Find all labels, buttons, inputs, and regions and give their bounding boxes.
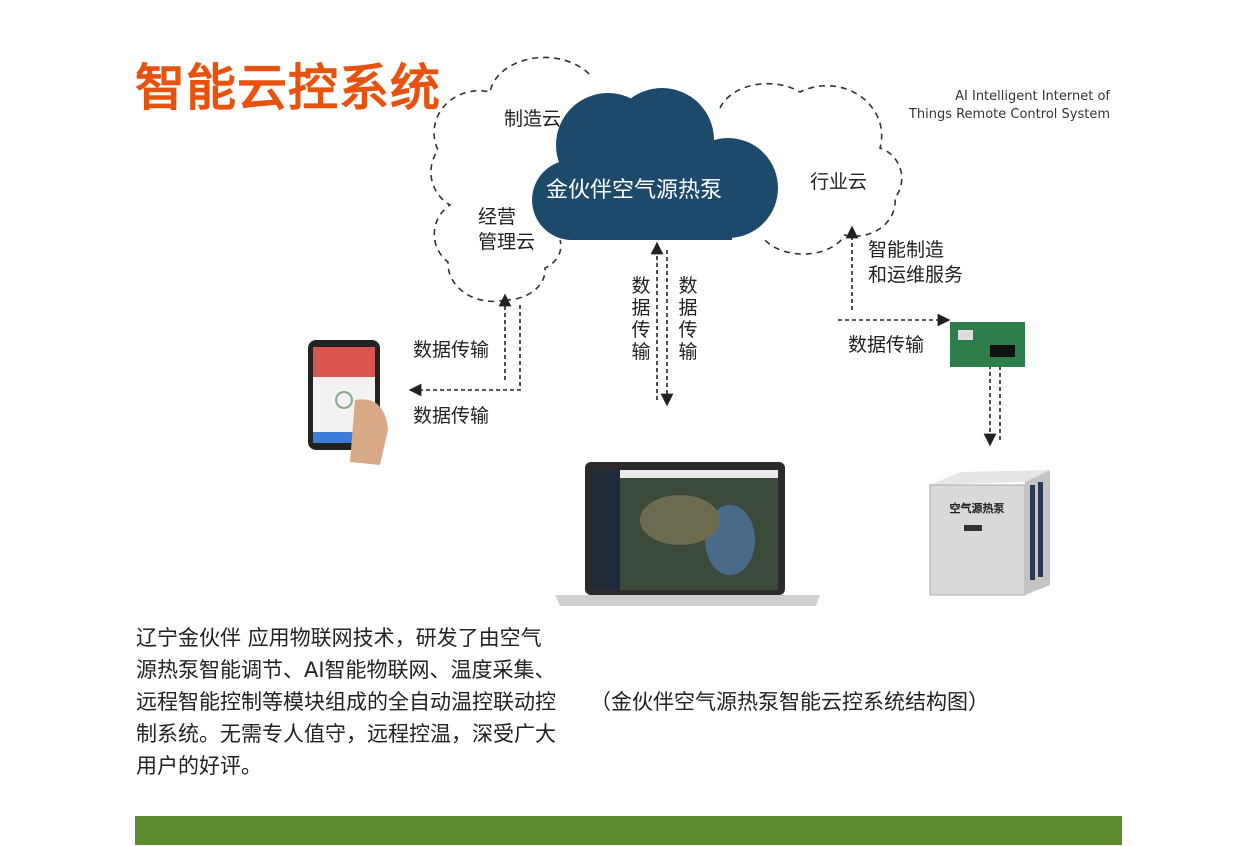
label-data-transfer-vertical-left: 数据传输 — [631, 275, 651, 363]
subtitle-line: Things Remote Control System — [908, 107, 1110, 122]
subtitle-line: AI Intelligent Internet of — [955, 89, 1110, 104]
cloud-management-line1: 经营 — [478, 206, 517, 228]
subtitle: AI Intelligent Internet of Things Remote… — [900, 88, 1110, 124]
controller-board-image — [950, 322, 1025, 367]
smartphone-image — [308, 340, 388, 465]
cloud-industry: 行业云 — [810, 171, 868, 193]
page-title: 智能云控系统 — [135, 59, 441, 117]
description-text: 辽宁金伙伴 应用物联网技术，研发了由空气源热泵智能调节、AI智能物联网、温度采集… — [136, 626, 556, 778]
label-data-transfer-down: 数据传输 — [413, 405, 490, 427]
label-data-transfer-board: 数据传输 — [848, 334, 925, 356]
heat-pump-image — [929, 470, 1050, 596]
main-cloud — [532, 88, 778, 240]
cloud-management-line2: 管理云 — [478, 231, 536, 253]
outer-cloud-outline — [430, 56, 903, 303]
cloud-center: 金伙伴空气源热泵 — [546, 178, 723, 203]
cloud-manufacturing: 制造云 — [504, 108, 562, 130]
footer-bar — [135, 816, 1122, 845]
label-service-line2: 和运维服务 — [868, 264, 964, 286]
label-data-transfer-up: 数据传输 — [413, 339, 490, 361]
diagram-caption: （金伙伴空气源热泵智能云控系统结构图） — [590, 690, 989, 714]
laptop-image — [555, 462, 820, 606]
arrows — [408, 225, 1007, 447]
heat-pump-label: 空气源热泵 — [950, 501, 1005, 515]
label-data-transfer-vertical-right: 数据传输 — [678, 275, 698, 363]
label-service-line1: 智能制造 — [868, 239, 945, 261]
